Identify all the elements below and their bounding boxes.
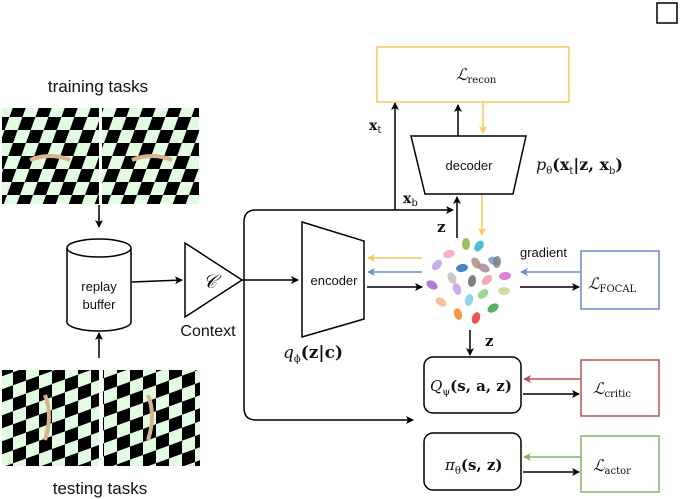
focal-loss-box: ℒFOCAL <box>580 250 660 310</box>
actor-loss-box: ℒactor <box>580 435 660 493</box>
recon-loss-label: ℒrecon <box>456 65 497 86</box>
embedding-cluster-blob <box>462 238 470 250</box>
replay-buffer-label-2: buffer <box>82 297 116 312</box>
embedding-cluster-blob <box>474 240 484 252</box>
training-tasks-label: training tasks <box>48 77 148 96</box>
critic-loss-box: ℒcritic <box>580 359 660 417</box>
actor-block: πθ(s, z) <box>423 432 522 491</box>
testing-tasks-label: testing tasks <box>53 479 148 498</box>
embedding-cluster-blob <box>426 280 438 290</box>
focal-loss-label: ℒFOCAL <box>588 274 637 295</box>
encoder-block: encoder qϕ(z|c) <box>283 220 365 365</box>
z-label-top: z <box>437 218 446 236</box>
context-label: Context <box>180 323 236 340</box>
embedding-cluster-blob <box>477 289 489 299</box>
critic-block: Qψ(s, a, z) <box>423 356 522 414</box>
embedding-cluster-blob <box>447 272 457 284</box>
embedding-cluster-blob <box>453 308 463 320</box>
embedding-cluster-blob <box>478 263 490 273</box>
encoder-label: encoder <box>311 273 359 288</box>
decoder-label: decoder <box>446 158 494 173</box>
embedding-cluster-blob <box>432 259 442 271</box>
z-label-bottom: z <box>485 332 494 350</box>
embedding-cluster-blob <box>464 294 474 306</box>
embedding-cluster-blob <box>492 256 502 268</box>
embedding-cluster-blob <box>481 274 493 286</box>
decoder-formula: pθ(xt|z, xb) <box>536 155 623 177</box>
embedding-cluster-blob <box>499 271 511 281</box>
embedding-cluster-blob <box>452 283 462 295</box>
testing-task-images <box>2 370 200 466</box>
gradient-label: gradient <box>520 245 567 260</box>
critic-loss-label: ℒcritic <box>593 379 631 400</box>
actor-formula: πθ(s, z) <box>444 456 503 477</box>
corner-square[interactable] <box>656 2 678 24</box>
replay-buffer: replay buffer <box>66 238 132 332</box>
xb-label: xb <box>403 191 418 209</box>
embedding-cluster <box>426 238 511 324</box>
actor-loss-label: ℒactor <box>593 456 631 477</box>
embedding-cluster-blob <box>443 249 455 259</box>
embedding-cluster-blob <box>435 297 447 307</box>
context-block: 𝒞 Context <box>180 241 244 340</box>
decoder-block: decoder pθ(xt|z, xb) <box>410 135 623 195</box>
embedding-cluster-blob <box>487 303 499 313</box>
embedding-cluster-blob <box>471 312 481 324</box>
embedding-cluster-blob <box>467 275 477 287</box>
embedding-cluster-blob <box>471 257 481 269</box>
xt-label: xt <box>369 118 381 136</box>
embedding-cluster-blob <box>456 263 468 273</box>
critic-formula: Qψ(s, a, z) <box>430 377 512 398</box>
replay-buffer-label-1: replay <box>81 279 117 294</box>
embedding-cluster-blob <box>498 286 510 296</box>
encoder-formula: qϕ(z|c) <box>283 343 343 365</box>
training-task-images <box>2 108 199 204</box>
recon-loss-box: ℒrecon <box>376 46 570 103</box>
